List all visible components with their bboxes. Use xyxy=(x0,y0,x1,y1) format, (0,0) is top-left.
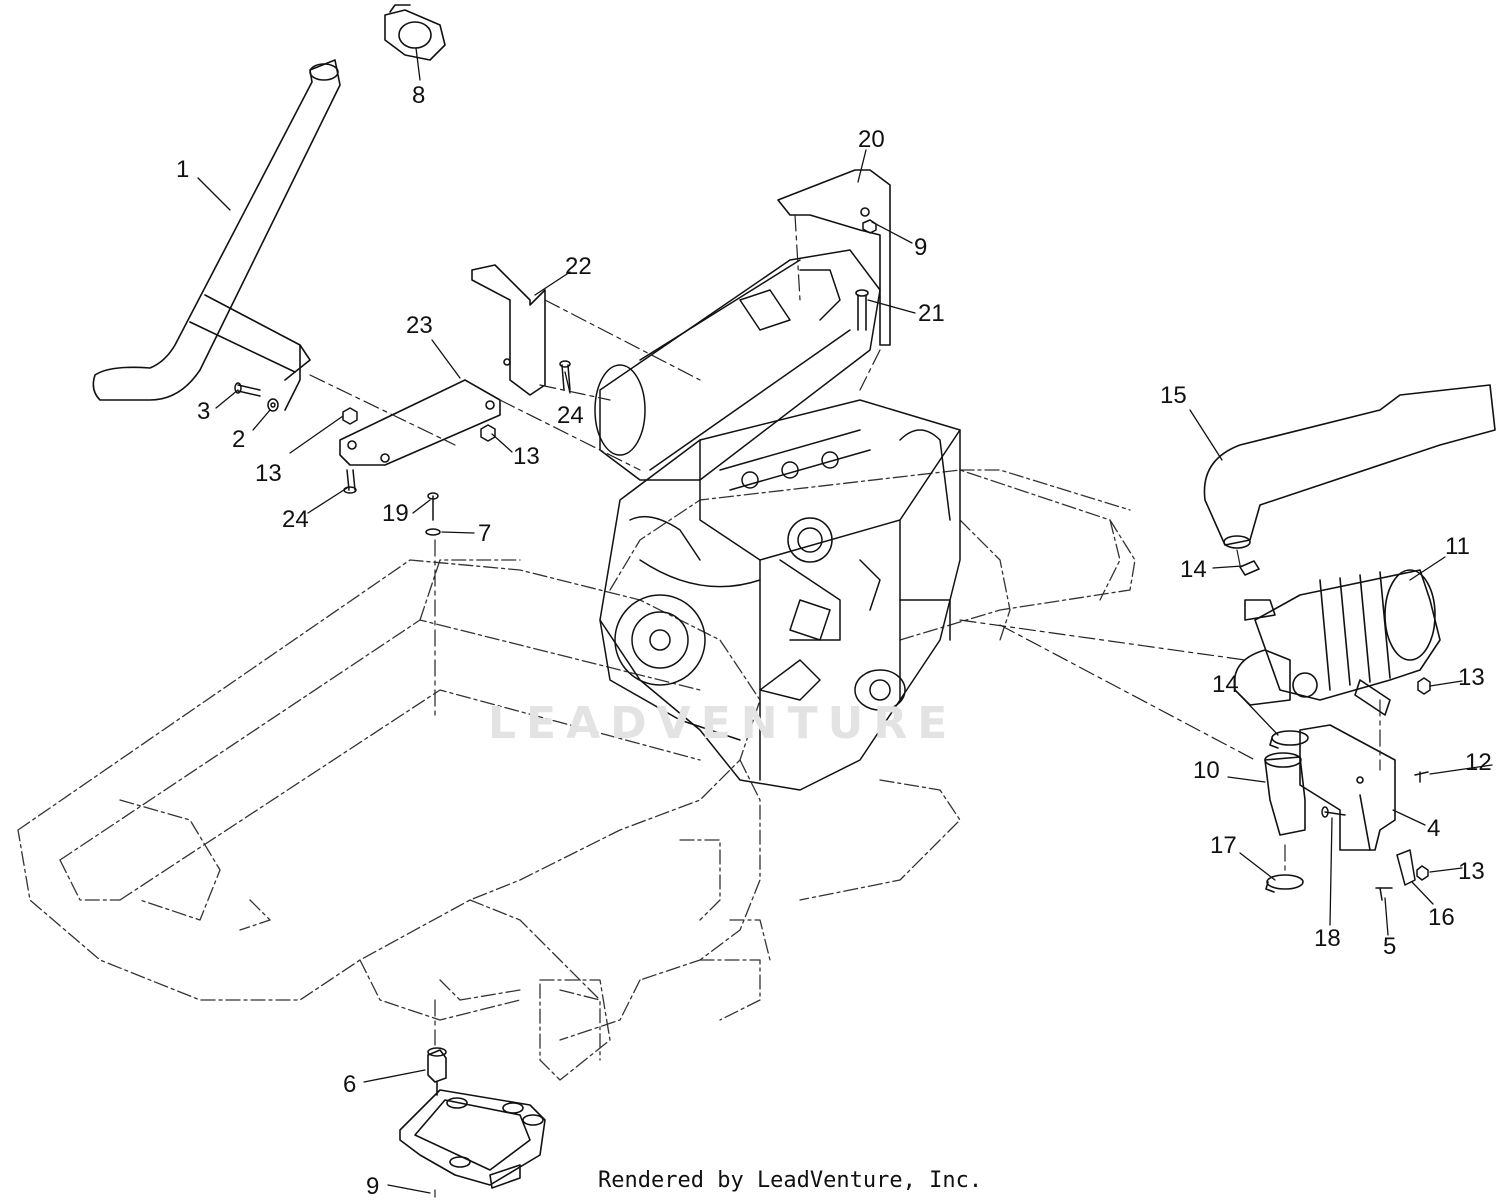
part-6-isolator xyxy=(427,1047,447,1096)
air-cleaner-fasteners xyxy=(1321,677,1431,901)
part-21-bolt xyxy=(855,289,869,331)
callout-14-lower: 14 xyxy=(1212,671,1239,698)
footer-credit: Rendered by LeadVenture, Inc. xyxy=(598,1168,983,1193)
callout-6: 6 xyxy=(343,1071,357,1098)
callout-21: 21 xyxy=(918,300,945,327)
callout-20: 20 xyxy=(858,126,885,153)
callout-7: 7 xyxy=(478,520,492,547)
callout-22: 22 xyxy=(565,253,592,280)
callout-11: 11 xyxy=(1445,533,1470,560)
callout-23: 23 xyxy=(406,312,433,339)
callout-19: 19 xyxy=(382,500,409,527)
part-23-plate xyxy=(339,379,501,466)
chassis-frame xyxy=(17,469,1136,1081)
callout-17: 17 xyxy=(1210,832,1237,859)
callout-13-air-cleaner: 13 xyxy=(1458,664,1485,691)
callout-15: 15 xyxy=(1160,382,1187,409)
hose-clamps xyxy=(1239,560,1309,893)
callout-24-upper: 24 xyxy=(557,402,584,429)
part-15-hose xyxy=(1203,384,1496,549)
callout-4: 4 xyxy=(1427,815,1441,842)
callout-24-lower: 24 xyxy=(282,506,309,533)
callout-16: 16 xyxy=(1428,904,1455,931)
part-20-bracket xyxy=(777,169,891,346)
part-1-tube xyxy=(92,59,341,411)
callout-14-upper: 14 xyxy=(1180,556,1207,583)
callout-18: 18 xyxy=(1314,925,1341,952)
callout-3: 3 xyxy=(197,398,211,425)
callout-2: 2 xyxy=(232,426,246,453)
assembly-lines xyxy=(309,214,1381,1198)
ecu-module xyxy=(399,1089,546,1189)
callout-9-lower: 9 xyxy=(366,1173,380,1200)
part-10-connector xyxy=(1264,752,1306,836)
callout-8: 8 xyxy=(412,82,426,109)
callout-13-bracket: 13 xyxy=(1458,858,1485,885)
watermark: LEADVENTURE xyxy=(488,698,958,749)
fasteners xyxy=(234,219,877,536)
part-11-air-cleaner xyxy=(1233,569,1441,716)
callout-13-left: 13 xyxy=(255,460,282,487)
leader-lines xyxy=(197,47,1493,1194)
callout-5: 5 xyxy=(1383,933,1397,960)
part-8-clamp xyxy=(384,4,446,61)
callout-13-middle: 13 xyxy=(513,443,540,470)
callout-1: 1 xyxy=(176,156,190,183)
callout-9-upper: 9 xyxy=(914,234,928,261)
callout-10: 10 xyxy=(1193,757,1220,784)
part-4-bracket xyxy=(1299,724,1396,851)
engine-assembly xyxy=(594,249,961,791)
part-22-bracket xyxy=(471,264,546,396)
callout-12: 12 xyxy=(1465,749,1492,776)
